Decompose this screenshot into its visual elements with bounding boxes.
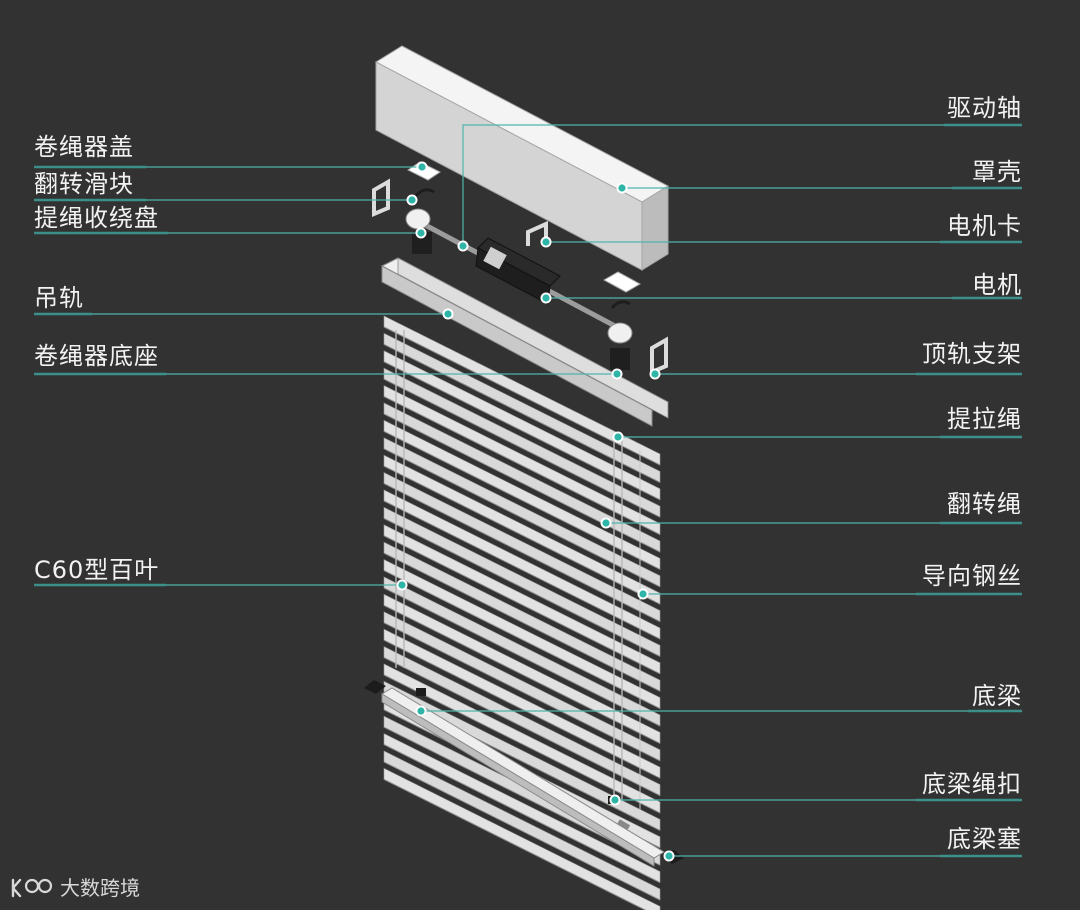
leader-dot — [542, 294, 549, 301]
label-tisheng-shouraopan: 提绳收绕盘 — [34, 204, 159, 232]
leader-tilasheng — [613, 432, 1023, 443]
label-tilasheng: 提拉绳 — [947, 405, 1022, 433]
label-fanzhuansheng: 翻转绳 — [947, 490, 1022, 518]
leader-diaogui — [34, 309, 454, 320]
leader-dot — [417, 707, 424, 714]
label-zhaoke: 罩壳 — [972, 158, 1022, 186]
label-juanshengqi-dizuo: 卷绳器底座 — [34, 342, 159, 370]
leader-dot — [398, 581, 405, 588]
label-daoxiang-gangsi: 导向钢丝 — [922, 562, 1022, 590]
label-qudongzhou: 驱动轴 — [947, 94, 1022, 122]
label-juanshengqi-gai: 卷绳器盖 — [34, 133, 134, 161]
spool-base-right — [610, 348, 630, 370]
leader-dinggui-zhijia — [650, 369, 1023, 380]
leader-daoxiang-gangsi — [638, 589, 1023, 600]
top-rail-bracket-left — [374, 182, 388, 214]
leader-dot — [602, 519, 609, 526]
bottom-clip-left — [416, 688, 426, 696]
leader-dot — [665, 852, 672, 859]
leader-dot — [614, 433, 621, 440]
leader-dot — [408, 196, 415, 203]
label-dinggui-zhijia: 顶轨支架 — [922, 340, 1022, 368]
label-fanzhuan-huakuai: 翻转滑块 — [34, 170, 134, 198]
label-c60-baiye: C60型百叶 — [34, 556, 159, 584]
watermark-text: 大数跨境 — [60, 876, 140, 900]
label-diliang-shengkou: 底梁绳扣 — [922, 770, 1022, 798]
leader-dianji — [541, 293, 1023, 304]
label-dianji: 电机 — [972, 271, 1022, 299]
label-diaogui: 吊轨 — [34, 284, 84, 312]
watermark-logo-icon — [10, 876, 54, 900]
leader-dot — [639, 590, 646, 597]
leader-fanzhuansheng — [601, 518, 1023, 529]
leader-dot — [651, 370, 658, 377]
leader-dot — [613, 370, 620, 377]
spool-cover-right — [604, 272, 640, 292]
leader-dot — [459, 242, 466, 249]
leader-juanshengqi-dizuo — [34, 369, 623, 380]
leader-dot — [418, 163, 425, 170]
watermark: 大数跨境 — [10, 876, 140, 900]
leader-dot — [611, 796, 618, 803]
leader-dot — [417, 229, 424, 236]
leader-dot — [542, 238, 549, 245]
label-diliang-sai: 底梁塞 — [947, 825, 1022, 853]
top-rail-bracket-right — [652, 340, 666, 372]
leader-zhaoke — [617, 183, 1023, 194]
bottom-end-cap-left — [364, 680, 386, 694]
flip-slider-right — [612, 302, 630, 308]
leader-dot — [444, 310, 451, 317]
label-diliang: 底梁 — [972, 682, 1022, 710]
rope-reel-right — [608, 323, 632, 343]
label-dianjika: 电机卡 — [947, 212, 1022, 240]
flip-slider-left — [416, 190, 434, 196]
leader-dot — [618, 184, 625, 191]
rope-reel-left — [406, 209, 430, 229]
